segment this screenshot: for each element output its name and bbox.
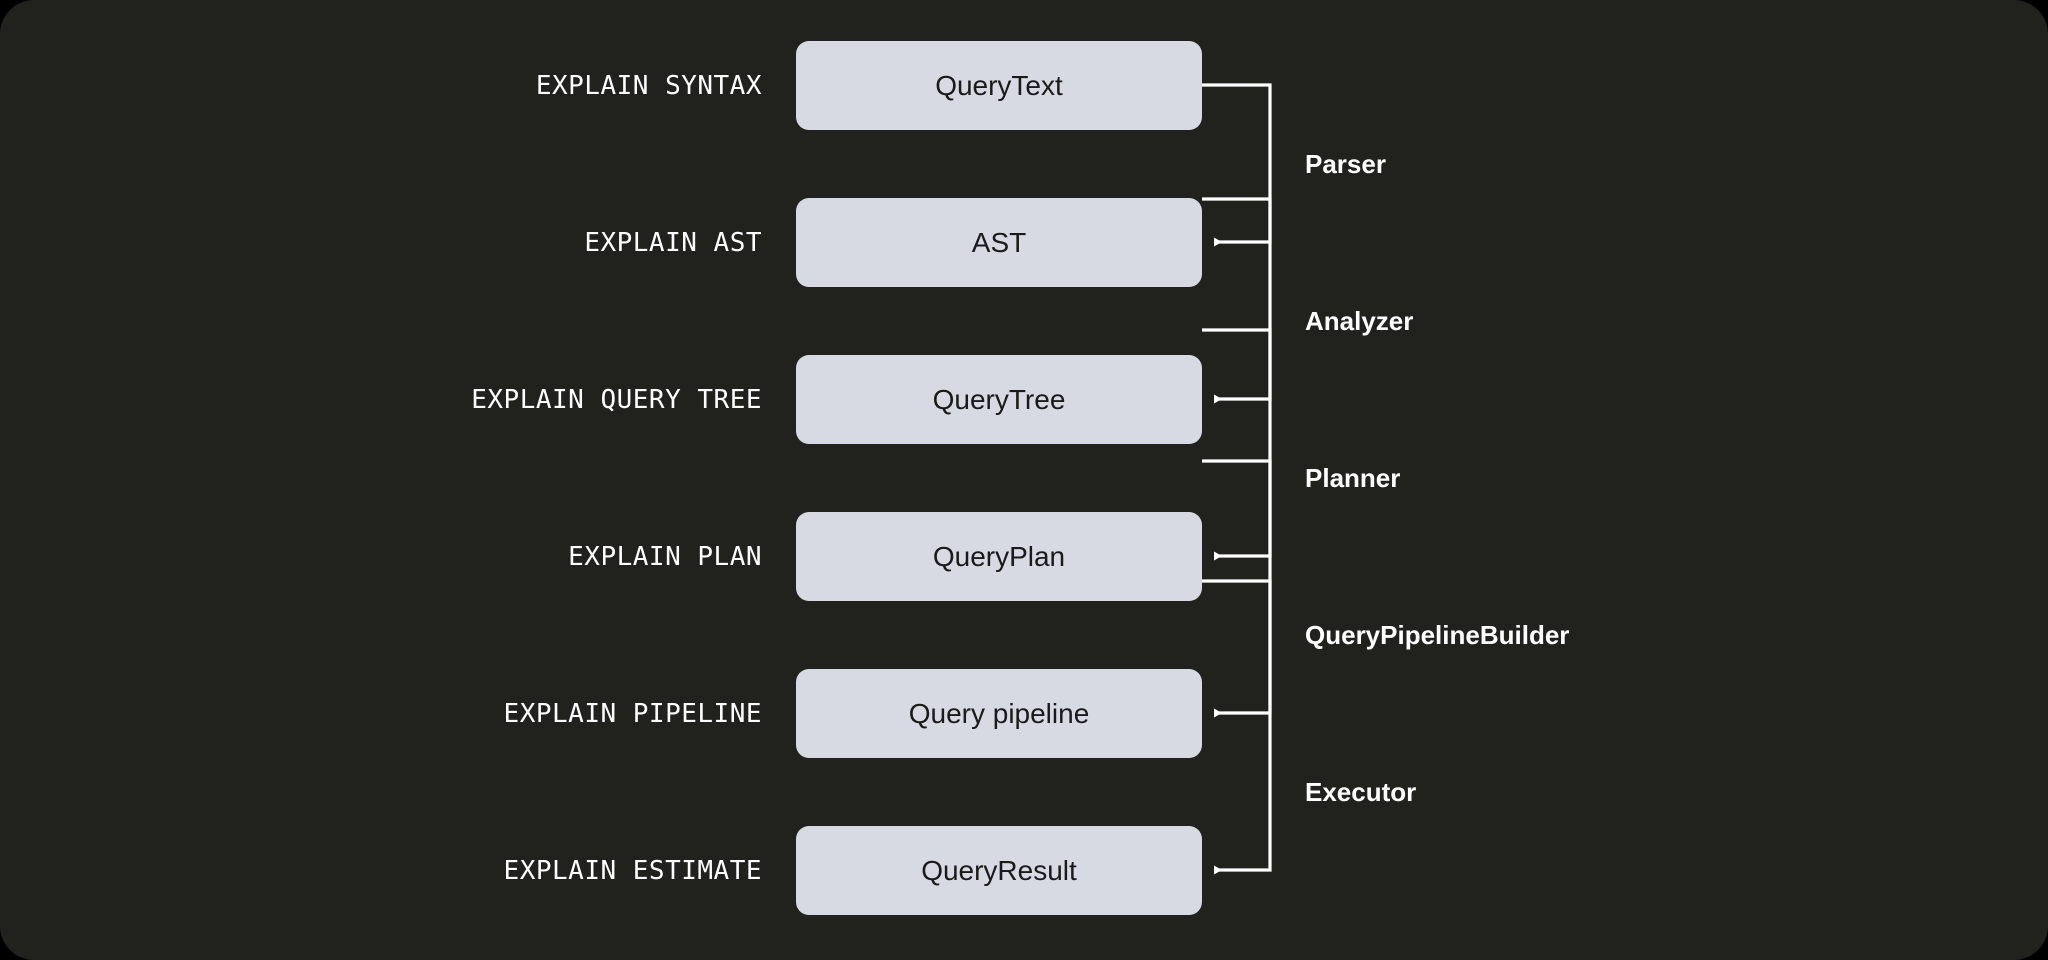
- stage-row-5: EXPLAIN PIPELINE Query pipeline: [0, 669, 2048, 758]
- transform-label-analyzer: Analyzer: [1305, 305, 1414, 336]
- explain-label-query-tree: EXPLAIN QUERY TREE: [471, 384, 762, 415]
- stage-row-6: EXPLAIN ESTIMATE QueryResult: [0, 826, 2048, 915]
- explain-label-syntax: EXPLAIN SYNTAX: [535, 70, 762, 101]
- stage-row-4: EXPLAIN PLAN QueryPlan: [0, 512, 2048, 601]
- transform-label-planner: Planner: [1305, 462, 1401, 493]
- stage-row-2: EXPLAIN AST AST: [0, 198, 2048, 287]
- node-queryresult[interactable]: QueryResult: [796, 826, 1202, 915]
- stage-row-1: EXPLAIN SYNTAX QueryText: [0, 41, 2048, 130]
- node-querytree[interactable]: QueryTree: [796, 355, 1202, 444]
- transform-label-parser: Parser: [1305, 148, 1386, 179]
- node-queryplan[interactable]: QueryPlan: [796, 512, 1202, 601]
- node-ast[interactable]: AST: [796, 198, 1202, 287]
- transform-label-querypipelinebuilder: QueryPipelineBuilder: [1305, 619, 1570, 650]
- explain-label-estimate: EXPLAIN ESTIMATE: [503, 855, 762, 886]
- explain-label-plan: EXPLAIN PLAN: [568, 541, 762, 572]
- stage-row-3: EXPLAIN QUERY TREE QueryTree: [0, 355, 2048, 444]
- transform-label-executor: Executor: [1305, 776, 1417, 807]
- node-query-pipeline[interactable]: Query pipeline: [796, 669, 1202, 758]
- explain-label-pipeline: EXPLAIN PIPELINE: [503, 698, 762, 729]
- node-querytext[interactable]: QueryText: [796, 41, 1202, 130]
- explain-label-ast: EXPLAIN AST: [584, 227, 762, 258]
